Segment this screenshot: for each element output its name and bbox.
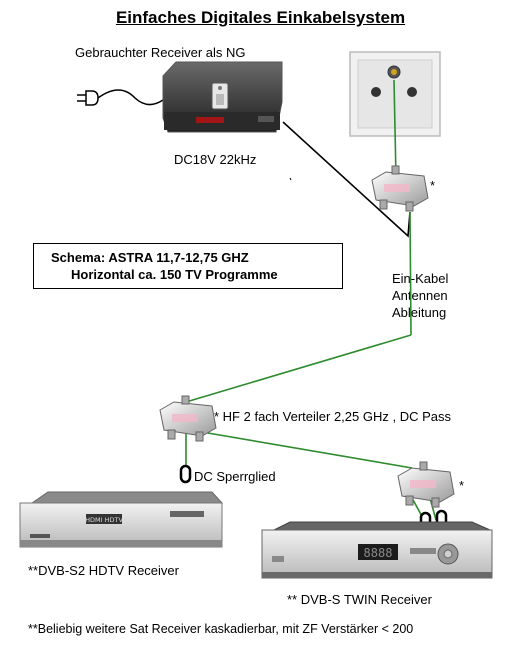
schema-box: Schema: ASTRA 11,7-12,75 GHZ Horizontal … <box>33 243 343 289</box>
cable-label-line-1: Ein-Kabel <box>392 271 449 286</box>
twin-receiver-label: ** DVB-S TWIN Receiver <box>287 592 432 607</box>
splitter-top-mark: * <box>430 178 436 193</box>
hdtv-panel-text: HDMI HDTV <box>85 516 123 524</box>
hdtv-receiver-device: HDMI HDTV <box>19 491 224 548</box>
cable-label-line-2: Antennen <box>392 288 448 303</box>
dc-block-label: DC Sperrglied <box>194 469 276 484</box>
used-receiver-device <box>162 61 283 133</box>
twin-display-text: 8888 <box>364 546 393 560</box>
used-receiver-label: Gebrauchter Receiver als NG <box>75 45 246 60</box>
coax-cables <box>185 79 437 521</box>
diagram-title: Einfaches Digitales Einkabelsystem <box>115 8 406 27</box>
twin-receiver-device: 8888 <box>261 521 493 579</box>
schema-line-2: Horizontal ca. 150 TV Programme <box>71 267 278 282</box>
schema-line-1: Schema: ASTRA 11,7-12,75 GHZ <box>51 250 249 265</box>
splitter-middle <box>159 395 217 442</box>
splitter-right <box>397 461 455 508</box>
cable-label: Ein-Kabel Antennen Ableitung <box>392 270 448 321</box>
splitter-right-mark: * <box>459 478 465 493</box>
cable-label-line-3: Ableitung <box>392 305 447 320</box>
splitter-top <box>371 165 429 212</box>
dc-supply-label: DC18V 22kHz <box>174 152 257 167</box>
footnote: **Beliebig weitere Sat Receiver kaskadie… <box>28 622 414 636</box>
power-plug-icon <box>77 89 164 106</box>
splitter-middle-label: * HF 2 fach Verteiler 2,25 GHz , DC Pass <box>214 409 451 424</box>
hdtv-receiver-label: **DVB-S2 HDTV Receiver <box>28 563 179 578</box>
